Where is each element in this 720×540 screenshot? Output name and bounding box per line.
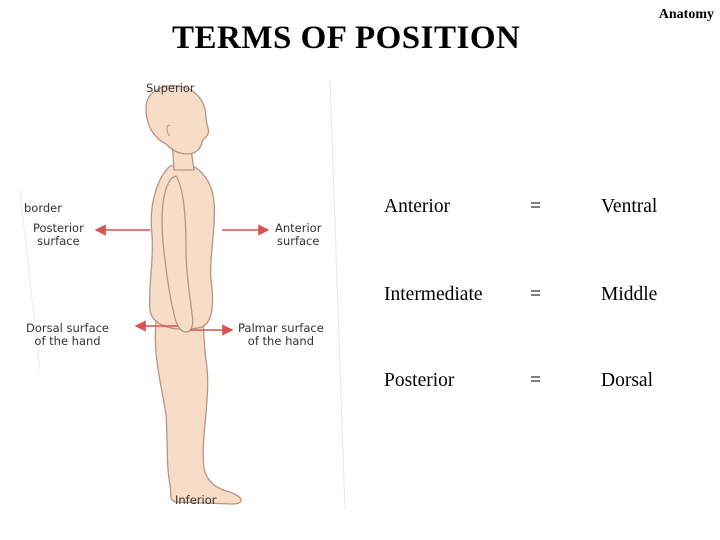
label-line: Dorsal surface [26,321,110,335]
body-figure: Superior Inferior border Posterior surfa… [0,70,370,540]
term: Posterior [384,370,455,391]
arm [161,175,194,333]
label-posterior-surface: Posterior surface [33,222,84,248]
label-anterior-surface: Anterior surface [275,222,321,248]
label-line: Posterior [33,221,84,235]
head [145,85,210,155]
label-line: Anterior [275,221,322,235]
guide-line [329,79,346,511]
term: Intermediate [384,284,483,305]
label-line: surface [276,234,320,248]
human-figure-illustration [19,79,346,511]
label-palmar-hand: Palmar surface of the hand [238,322,324,348]
equals-sign: = [530,284,541,305]
label-superior: Superior [146,81,195,95]
label-line: of the hand [247,334,314,348]
label-line: of the hand [34,334,101,348]
subject-label: Anatomy [658,7,714,22]
label-line: Palmar surface [238,321,324,335]
label-dorsal-hand: Dorsal surface of the hand [26,322,109,348]
equals-sign: = [530,196,541,217]
synonym: Ventral [601,196,658,217]
ear [166,124,171,137]
term: Anterior [384,196,451,217]
synonym: Dorsal [601,370,653,391]
label-border: border [24,201,62,215]
guide-line [19,189,41,371]
body-silhouette [145,85,242,505]
label-line: surface [37,234,80,248]
synonym: Middle [601,284,658,305]
label-inferior: Inferior [175,493,217,507]
leg [154,305,242,505]
equals-sign: = [530,370,541,391]
page-title: TERMS OF POSITION [172,20,521,56]
